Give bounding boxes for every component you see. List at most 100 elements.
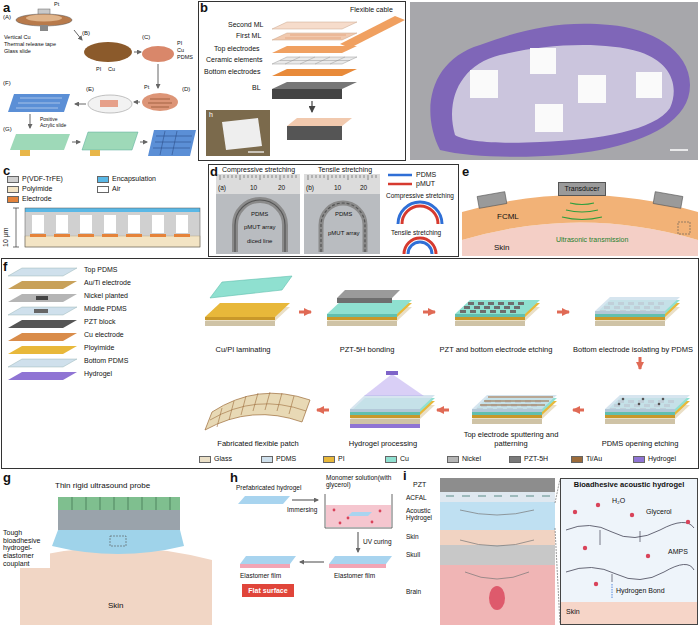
legend-text: P(VDF-TrFE) xyxy=(22,175,63,183)
legend-text: Encapsulation xyxy=(112,175,156,183)
process-arrow xyxy=(317,409,329,412)
legend-swatch xyxy=(7,186,19,193)
label: pMUT array xyxy=(328,230,360,237)
label: 10 μm xyxy=(2,227,10,247)
label: Brain xyxy=(406,588,421,595)
label-box: Transducer xyxy=(558,182,606,196)
label: Cu xyxy=(108,66,115,72)
node-text: Hydrogel processing xyxy=(349,440,417,448)
label: Middle PDMS xyxy=(84,305,127,313)
label: (B) xyxy=(82,30,90,37)
legend-text: PZT-5H xyxy=(524,455,548,463)
legend-text: Nickel xyxy=(462,455,481,463)
legend-text: PI xyxy=(338,455,345,463)
legend-text: Glass xyxy=(214,455,232,463)
label: H₂O xyxy=(612,497,625,505)
legend-line xyxy=(388,174,412,177)
process-step: PDMS opening etching xyxy=(585,370,695,450)
label: Monomer solution(with glycerol) xyxy=(326,474,402,488)
panel-letter: d xyxy=(210,165,218,179)
legend-text: PDMS xyxy=(416,171,436,179)
label: Nickel planted xyxy=(84,292,128,300)
legend-swatch xyxy=(7,176,19,183)
process-step: Hydrogel processing xyxy=(330,370,436,450)
label: Glycerol xyxy=(646,508,672,516)
label: PDMS xyxy=(335,211,352,218)
legend-text: Polyimide xyxy=(22,185,52,193)
label: Thermal release tape xyxy=(4,41,56,47)
label: Thin rigid ultrasound probe xyxy=(55,482,150,491)
inset-box: Bioadhesive acoustic hydrogel xyxy=(560,478,698,625)
process-arrow xyxy=(423,311,435,314)
label: Acrylic slide xyxy=(40,123,66,129)
label: Ultrasonic transmission xyxy=(556,236,628,244)
label: Skin xyxy=(494,244,510,253)
legend-swatch xyxy=(323,456,335,463)
node-text: Flat surface xyxy=(248,587,287,595)
legend-swatch xyxy=(261,456,273,463)
label: Glass slide xyxy=(4,48,31,54)
label: 10 xyxy=(334,184,341,191)
label: Au/Ti electrode xyxy=(84,279,131,287)
label-box: Flat surface xyxy=(242,584,294,597)
panel-letter: e xyxy=(462,165,469,179)
label: (b) xyxy=(306,184,314,191)
label: Bottom electrodes xyxy=(204,68,260,76)
label: Compressive stretching xyxy=(386,192,454,199)
legend-swatch xyxy=(199,456,211,463)
label: Tensile stretching xyxy=(391,229,441,236)
label: First ML xyxy=(236,32,261,40)
legend-swatch xyxy=(97,176,109,183)
label: Hydrogel xyxy=(84,370,112,378)
label: (F) xyxy=(3,80,11,87)
label: Elastomer film xyxy=(240,572,281,579)
label: Cu electrode xyxy=(84,331,124,339)
label: Pt xyxy=(54,1,59,7)
node-text: PDMS opening etching xyxy=(602,440,679,448)
label: PDMS xyxy=(177,54,193,60)
legend-swatch xyxy=(97,186,109,193)
label: Acoustic Hydrogel xyxy=(406,507,439,521)
label: 10 xyxy=(250,184,257,191)
label: Bottom PDMS xyxy=(84,357,128,365)
label: ACFAL xyxy=(406,494,427,501)
label: 20 xyxy=(278,184,285,191)
legend-text: Ti/Au xyxy=(586,455,602,463)
label: Skin xyxy=(406,533,419,540)
label: Immersing xyxy=(287,506,317,513)
label: 20 xyxy=(360,184,367,191)
panel-letter: g xyxy=(3,471,11,485)
label: Cu xyxy=(177,47,184,53)
label: UV curing xyxy=(363,538,392,545)
label: Tensile stretching xyxy=(318,166,372,174)
label: PI xyxy=(177,40,182,46)
node-text: Transducer xyxy=(564,185,599,193)
label: pMUT array xyxy=(244,224,276,231)
panel-letter: i xyxy=(403,469,407,483)
label: AMPS xyxy=(668,548,688,556)
node-text: Top electrode sputtering and patterning xyxy=(452,431,570,448)
legend-text: PDMS xyxy=(276,455,296,463)
process-arrow xyxy=(557,311,569,314)
label: Top electrodes xyxy=(214,45,260,53)
label: Prefabricated hydrogel xyxy=(236,484,301,491)
node-text: Cu/PI laminating xyxy=(215,346,270,354)
legend-text: Cu xyxy=(400,455,409,463)
process-step: Top electrode sputtering and patterning xyxy=(450,370,572,450)
label: Compressive stretching xyxy=(222,166,295,174)
process-arrow xyxy=(639,357,642,369)
label: Flexible cable xyxy=(350,6,393,14)
node-text: Bottom electrode isolating by PDMS xyxy=(573,346,693,354)
label: Skin xyxy=(566,608,580,616)
node-text: PZT and bottom electrode etching xyxy=(440,346,553,354)
legend-text: Hydrogel xyxy=(648,455,676,463)
node-text: Fabricated flexible patch xyxy=(217,440,298,448)
label: (D) xyxy=(182,86,190,93)
label: h xyxy=(209,111,213,119)
label: Hydrogen Bond xyxy=(616,587,665,595)
label: (a) xyxy=(218,184,226,191)
process-step: PZT-5H bonding xyxy=(312,268,422,356)
label: (A) xyxy=(3,14,11,21)
legend-text: Electrode xyxy=(22,195,52,203)
panel-letter: a xyxy=(3,1,10,15)
